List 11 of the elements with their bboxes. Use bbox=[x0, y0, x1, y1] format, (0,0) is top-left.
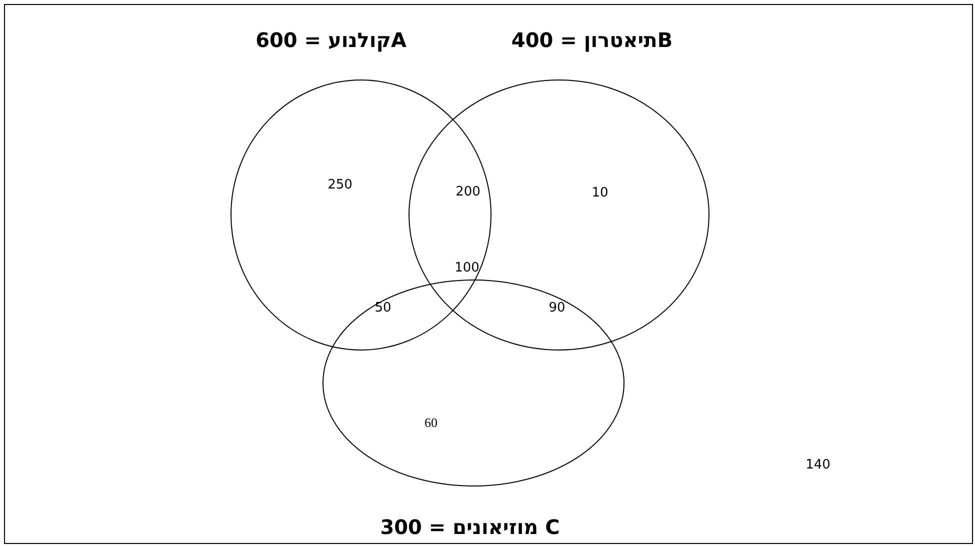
region-count: 10 bbox=[592, 186, 608, 200]
region-count: 100 bbox=[454, 260, 480, 276]
region-count: 140 bbox=[806, 458, 830, 472]
region-count: 60 bbox=[424, 415, 438, 431]
region-count: 50 bbox=[374, 300, 392, 316]
region-count: 250 bbox=[328, 178, 352, 192]
set-heading: Aקולנוע = 600 bbox=[256, 28, 406, 52]
region-count: 200 bbox=[456, 184, 480, 200]
set-heading: C מוזיאונים = 300 bbox=[380, 515, 560, 539]
set-heading: Bתיאטרון = 400 bbox=[511, 28, 673, 52]
region-count: 90 bbox=[548, 300, 566, 316]
